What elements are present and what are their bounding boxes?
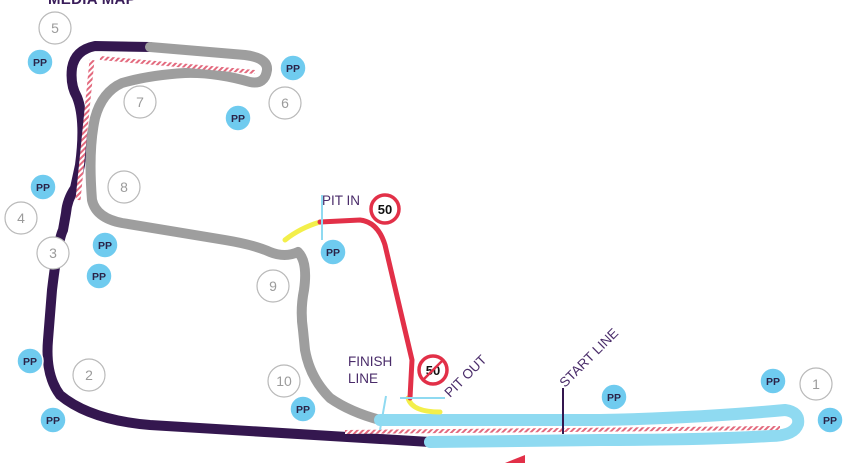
photo-position-marker: PP: [85, 262, 113, 290]
photo-position-label: PP: [326, 247, 340, 259]
speed-limit-sign: 50: [369, 193, 401, 225]
photo-position-marker: PP: [26, 48, 54, 76]
curb-top: [99, 56, 256, 74]
map-title: MEDIA MAP: [48, 0, 136, 8]
photo-position-marker: PP: [289, 395, 317, 423]
turn-markers: 1 2 3 4 5 6 7 8 9 10: [4, 11, 833, 401]
turn-marker-2: 2: [72, 358, 106, 392]
turn-number: 8: [120, 179, 128, 195]
direction-arrow: [505, 455, 525, 463]
turn-number: 7: [136, 94, 144, 110]
turn-number: 9: [269, 278, 277, 294]
photo-position-label: PP: [33, 57, 47, 69]
photo-position-label: PP: [823, 415, 837, 427]
curb-left: [75, 59, 95, 201]
photo-position-label: PP: [286, 63, 300, 75]
photo-position-label: PP: [231, 113, 245, 125]
photo-position-marker: PP: [759, 367, 787, 395]
photo-position-label: PP: [607, 392, 621, 404]
turn-number: 2: [85, 367, 93, 383]
photo-position-marker: PP: [29, 173, 57, 201]
photo-position-marker: PP: [16, 347, 44, 375]
turn-marker-5: 5: [38, 11, 72, 45]
photo-position-marker: PP: [816, 406, 844, 434]
photo-position-marker: PP: [600, 383, 628, 411]
pit-lane: [317, 217, 415, 401]
photo-position-marker: PP: [279, 54, 307, 82]
turn-marker-4: 4: [4, 201, 38, 235]
track-blue-section: [374, 404, 805, 448]
turn-marker-10: 10: [267, 364, 301, 398]
photo-position-marker: PP: [39, 406, 67, 434]
turn-marker-6: 6: [268, 86, 302, 120]
track-grey-section: [85, 42, 385, 425]
turn-number: 3: [49, 245, 57, 261]
speed-limit-value: 50: [378, 202, 392, 217]
photo-positions: PP PP PP PP PP PP PP PP PP PP PP PP PP: [16, 48, 844, 434]
photo-position-label: PP: [36, 182, 50, 194]
photo-position-label: PP: [296, 404, 310, 416]
turn-marker-3: 3: [36, 236, 70, 270]
turn-number: 5: [51, 20, 59, 36]
turn-number: 4: [17, 210, 25, 226]
finish-line-marker: [379, 395, 387, 431]
turn-number: 1: [812, 376, 820, 392]
turn-marker-8: 8: [107, 170, 141, 204]
photo-position-label: PP: [98, 240, 112, 252]
speed-limit-end-sign: 50: [417, 354, 449, 386]
turn-number: 10: [276, 373, 292, 389]
track-purple-section: [42, 41, 435, 447]
pit-in-label: PIT IN: [322, 193, 360, 208]
photo-position-marker: PP: [319, 238, 347, 266]
photo-position-label: PP: [92, 271, 106, 283]
photo-position-marker: PP: [91, 231, 119, 259]
photo-position-marker: PP: [224, 104, 252, 132]
pit-exit-connector: [405, 395, 443, 415]
photo-position-label: PP: [23, 356, 37, 368]
turn-marker-7: 7: [123, 85, 157, 119]
photo-position-label: PP: [46, 415, 60, 427]
photo-position-label: PP: [766, 376, 780, 388]
start-line-label: START LINE: [557, 325, 622, 390]
turn-number: 6: [281, 95, 289, 111]
pit-entry-connector: [282, 219, 323, 243]
turn-marker-1: 1: [799, 367, 833, 401]
turn-marker-9: 9: [256, 269, 290, 303]
pit-out-label: PIT OUT: [442, 352, 490, 400]
